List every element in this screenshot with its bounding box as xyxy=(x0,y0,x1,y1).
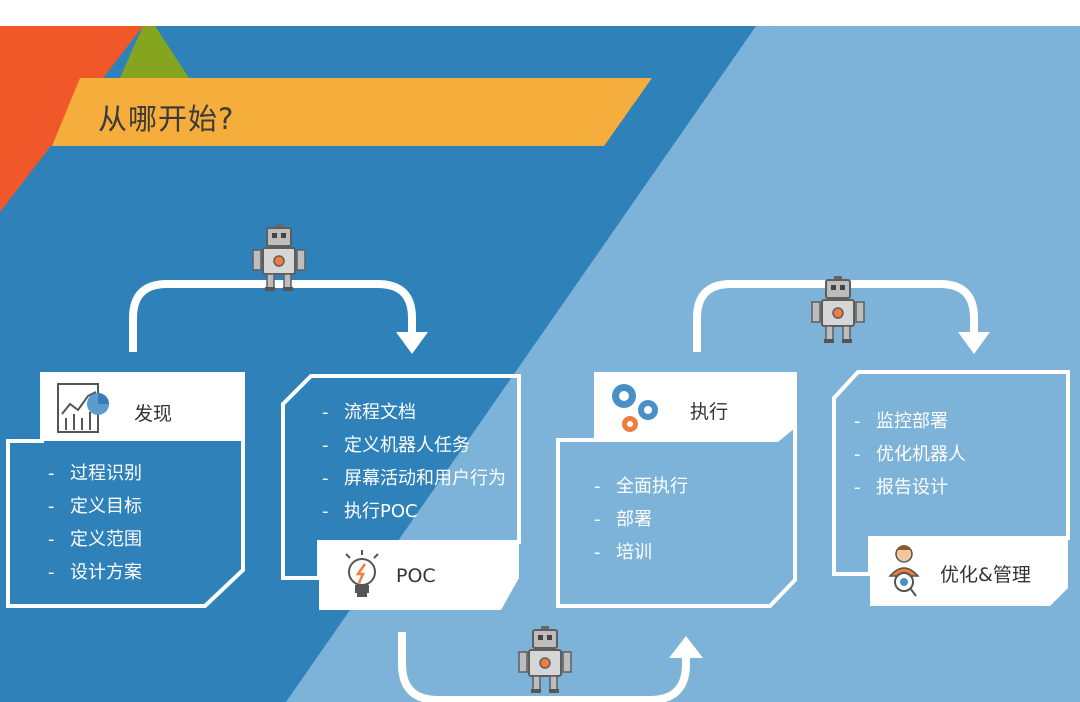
list-item: 全面执行 xyxy=(594,470,688,503)
list-item: 定义范围 xyxy=(48,523,142,556)
page-title: 从哪开始? xyxy=(98,96,234,138)
phase-label-poc: POC xyxy=(396,565,436,587)
list-item: 流程文档 xyxy=(322,396,506,429)
list-item: 设计方案 xyxy=(48,556,142,589)
list-item: 执行POC xyxy=(322,495,506,528)
phase-label-optimize: 优化&管理 xyxy=(940,560,1031,587)
list-item: 过程识别 xyxy=(48,457,142,490)
phase-list-poc: 流程文档 定义机器人任务 屏幕活动和用户行为 执行POC xyxy=(322,396,506,528)
list-item: 屏幕活动和用户行为 xyxy=(322,462,506,495)
phase-list-optimize: 监控部署 优化机器人 报告设计 xyxy=(854,405,966,504)
list-item: 培训 xyxy=(594,536,688,569)
list-item: 定义机器人任务 xyxy=(322,429,506,462)
list-item: 报告设计 xyxy=(854,471,966,504)
phase-list-execute: 全面执行 部署 培训 xyxy=(594,470,688,569)
list-item: 定义目标 xyxy=(48,490,142,523)
list-item: 监控部署 xyxy=(854,405,966,438)
phase-list-discover: 过程识别 定义目标 定义范围 设计方案 xyxy=(48,457,142,589)
phase-label-execute: 执行 xyxy=(690,397,728,424)
list-item: 部署 xyxy=(594,503,688,536)
list-item: 优化机器人 xyxy=(854,438,966,471)
phase-label-discover: 发现 xyxy=(134,399,172,426)
